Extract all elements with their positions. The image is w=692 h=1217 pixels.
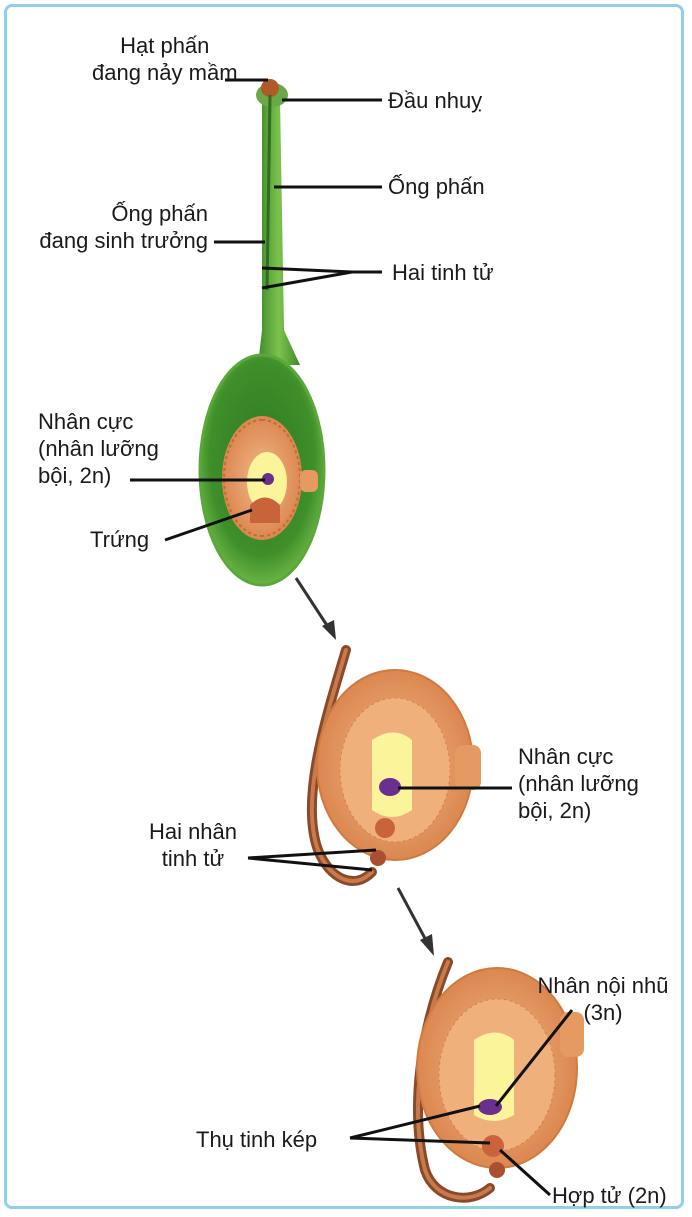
label-germinating-pollen: Hạt phấn đang nảy mầm xyxy=(92,32,238,86)
label-germinating-pollen-line2: đang nảy mầm xyxy=(92,59,238,86)
label-two-sperm: Hai tinh tử xyxy=(392,259,494,286)
label-polar-nucleus-2-line2: (nhân lưỡng xyxy=(518,770,639,797)
label-polar-nucleus-1-line2: (nhân lưỡng xyxy=(38,435,159,462)
pollen-grain-shape xyxy=(261,79,279,97)
label-polar-nucleus-2: Nhân cực (nhân lưỡng bội, 2n) xyxy=(518,743,639,824)
label-polar-nucleus-1: Nhân cực (nhân lưỡng bội, 2n) xyxy=(38,408,159,489)
label-endosperm-nucleus-line2: (3n) xyxy=(528,999,678,1026)
label-pollen-tube: Ống phấn xyxy=(388,173,485,200)
label-polar-nucleus-1-line1: Nhân cực xyxy=(38,408,159,435)
ovule-stage-2 xyxy=(312,650,481,881)
label-growing-pollen-tube-line2: đang sinh trưởng xyxy=(10,227,208,254)
polar-nucleus-2-dot xyxy=(379,778,401,796)
label-growing-pollen-tube: Ống phấn đang sinh trưởng xyxy=(10,200,208,254)
label-growing-pollen-tube-line1: Ống phấn xyxy=(10,200,208,227)
pistil xyxy=(200,79,324,585)
label-stigma: Đầu nhuỵ xyxy=(388,87,482,114)
label-double-fertilization: Thụ tinh kép xyxy=(196,1126,317,1153)
label-polar-nucleus-1-line3: bội, 2n) xyxy=(38,462,159,489)
label-two-sperm-nuclei-line2: tinh tử xyxy=(138,845,248,872)
style-shape xyxy=(258,100,300,365)
label-polar-nucleus-2-line3: bội, 2n) xyxy=(518,797,639,824)
label-endosperm-nucleus: Nhân nội nhũ (3n) xyxy=(528,972,678,1026)
label-polar-nucleus-2-line1: Nhân cực xyxy=(518,743,639,770)
label-germinating-pollen-line1: Hạt phấn xyxy=(92,32,238,59)
label-zygote: Hợp tử (2n) xyxy=(552,1182,667,1209)
label-endosperm-nucleus-line1: Nhân nội nhũ xyxy=(528,972,678,999)
label-egg: Trứng xyxy=(90,526,149,553)
label-two-sperm-nuclei-line1: Hai nhân xyxy=(138,818,248,845)
egg-shape xyxy=(250,498,280,524)
zygote-dot xyxy=(482,1135,504,1157)
label-two-sperm-nuclei: Hai nhân tinh tử xyxy=(138,818,248,872)
